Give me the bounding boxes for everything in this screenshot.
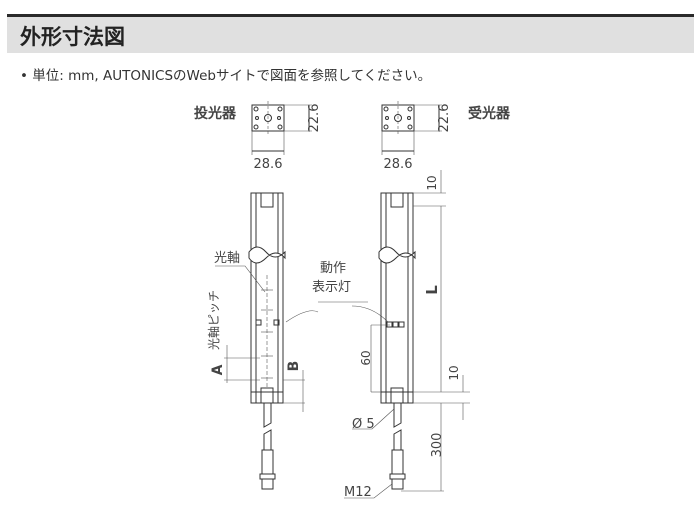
receiver-width-dim: 28.6 [384, 157, 413, 172]
cable-diameter: Ø 5 [352, 417, 375, 432]
section-header: 外形寸法図 [7, 14, 694, 53]
section-title: 外形寸法図 [20, 25, 125, 49]
cable-length-dim: 300 [430, 433, 445, 458]
optical-axis-label: 光軸 [214, 251, 240, 266]
receiver-top-view [381, 101, 442, 155]
indicator-label-2: 表示灯 [312, 280, 351, 295]
connector-label: M12 [344, 485, 372, 500]
emitter-label: 投光器 [194, 105, 237, 122]
emitter-cable [259, 403, 276, 490]
emitter-depth-dim: 22.6 [307, 104, 322, 133]
emitter-body [248, 192, 286, 404]
length-dim: L [423, 285, 441, 295]
emitter-top-view [251, 101, 312, 155]
receiver-cable [389, 403, 406, 490]
unit-note: • 単位: mm, AUTONICSのWebサイトで図面を参照してください。 [20, 68, 432, 84]
indicator-label-1: 動作 [320, 261, 346, 276]
bottom-offset-dim: 10 [447, 365, 461, 380]
optical-pitch-label: 光軸ピッチ [207, 290, 221, 350]
dim-a: A [210, 364, 226, 375]
dim-b: B [286, 361, 302, 372]
receiver-label: 受光器 [468, 105, 511, 122]
top-offset-dim: 10 [425, 175, 439, 190]
indicator-offset-dim: 60 [359, 350, 373, 365]
emitter-width-dim: 28.6 [254, 157, 283, 172]
receiver-body [378, 192, 416, 404]
receiver-depth-dim: 22.6 [437, 104, 452, 133]
